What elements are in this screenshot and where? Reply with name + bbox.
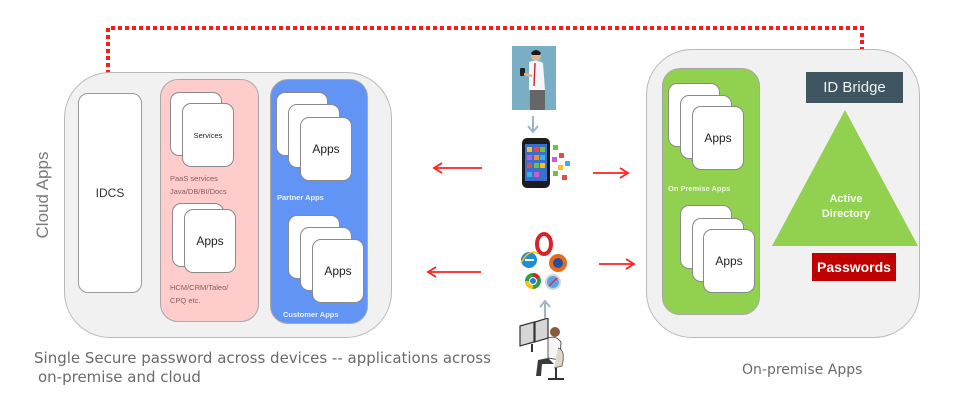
smartphone-apps-icon	[522, 138, 570, 188]
sso-dotted-connector	[106, 26, 864, 95]
idcs-label: IDCS	[95, 186, 125, 200]
onprem-bottom-apps-card[interactable]: Apps	[703, 229, 755, 293]
paas-caption-line1: PaaS services	[170, 174, 218, 183]
id-bridge-label: ID Bridge	[823, 79, 886, 96]
active-directory-label: Active Directory	[796, 192, 896, 222]
mobile-to-cloud-arrow	[432, 162, 482, 174]
browser-to-onprem-arrow	[599, 258, 636, 270]
services-card-label: Services	[193, 130, 223, 140]
user-to-browser-arrow	[539, 299, 551, 318]
paas-caption-line2: Java/DB/BI/Docs	[170, 187, 227, 196]
user-at-computer-icon	[519, 318, 564, 380]
services-card[interactable]: Services	[182, 103, 234, 167]
browser-to-cloud-arrow	[426, 266, 481, 278]
cloud-caption-line2: on-premise and cloud	[38, 368, 201, 386]
passwords-label: Passwords	[817, 259, 891, 275]
customer-apps-card[interactable]: Apps	[312, 239, 364, 303]
browser-logos-icon	[520, 232, 567, 290]
onprem-bottom-apps-card-label: Apps	[715, 254, 743, 268]
saas-apps-card-label: Apps	[196, 234, 224, 248]
paas-caption: PaaS services Java/DB/BI/Docs	[170, 172, 227, 198]
cloud-apps-side-label: Cloud Apps	[33, 151, 52, 239]
customer-apps-card-label: Apps	[324, 264, 352, 278]
idcs-box[interactable]: IDCS	[78, 93, 142, 293]
active-directory-triangle[interactable]	[772, 110, 920, 247]
businessman-with-phone-icon	[512, 46, 556, 110]
passwords-box[interactable]: Passwords	[812, 253, 896, 281]
partner-apps-card-label: Apps	[312, 142, 340, 156]
saas-caption-line2: CPQ etc.	[170, 296, 201, 305]
partner-apps-card[interactable]: Apps	[300, 117, 352, 181]
cloud-caption: Single Secure password across devices --…	[34, 349, 491, 387]
active-directory-line1: Active	[829, 193, 863, 205]
saas-apps-card[interactable]: Apps	[184, 209, 236, 273]
on-premise-caption: On-premise Apps	[742, 362, 863, 378]
on-premise-apps-caption: On Premise Apps	[668, 184, 731, 193]
mobile-to-onprem-arrow	[593, 167, 630, 179]
customer-apps-caption: Customer Apps	[283, 310, 339, 319]
saas-caption-line1: HCM/CRM/Taleo/	[170, 283, 229, 292]
active-directory-line2: Directory	[821, 208, 871, 220]
onprem-top-apps-card-label: Apps	[704, 131, 732, 145]
partner-apps-caption: Partner Apps	[277, 193, 324, 202]
saas-caption: HCM/CRM/Taleo/ CPQ etc.	[170, 281, 228, 307]
id-bridge-box[interactable]: ID Bridge	[806, 72, 903, 103]
onprem-top-apps-card[interactable]: Apps	[692, 106, 744, 170]
cloud-caption-line1: Single Secure password across devices --…	[34, 349, 491, 367]
user-to-mobile-arrow	[527, 116, 539, 134]
